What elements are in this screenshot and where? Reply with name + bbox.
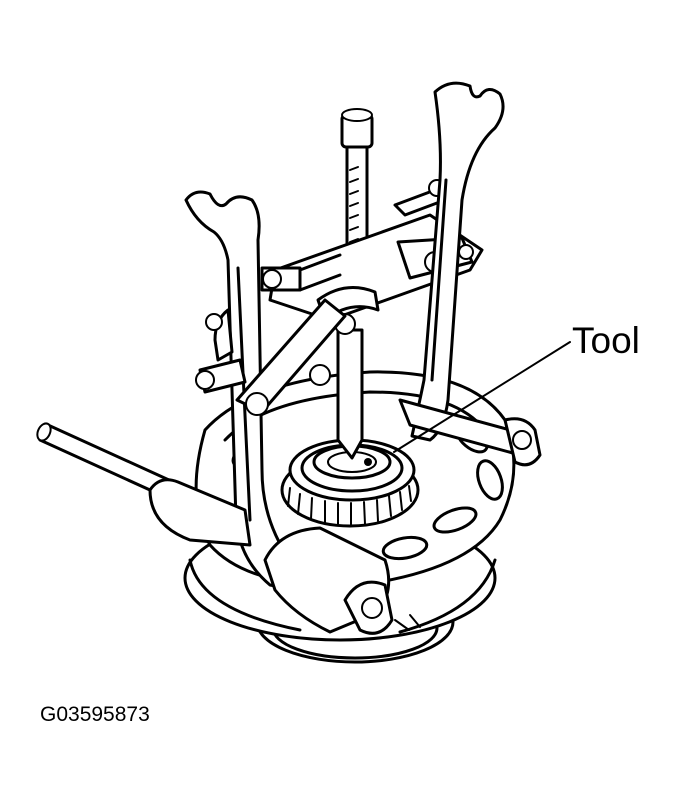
left-link: [195, 298, 347, 416]
tool-label: Tool: [572, 320, 640, 361]
figure-code-label: G03595873: [40, 703, 150, 726]
roller-bearing: [280, 438, 420, 528]
lower-jaw-block: [263, 526, 394, 635]
tool-leader-line: [393, 341, 571, 453]
right-puller-arm: [410, 81, 505, 442]
side-shaft: [36, 398, 542, 547]
